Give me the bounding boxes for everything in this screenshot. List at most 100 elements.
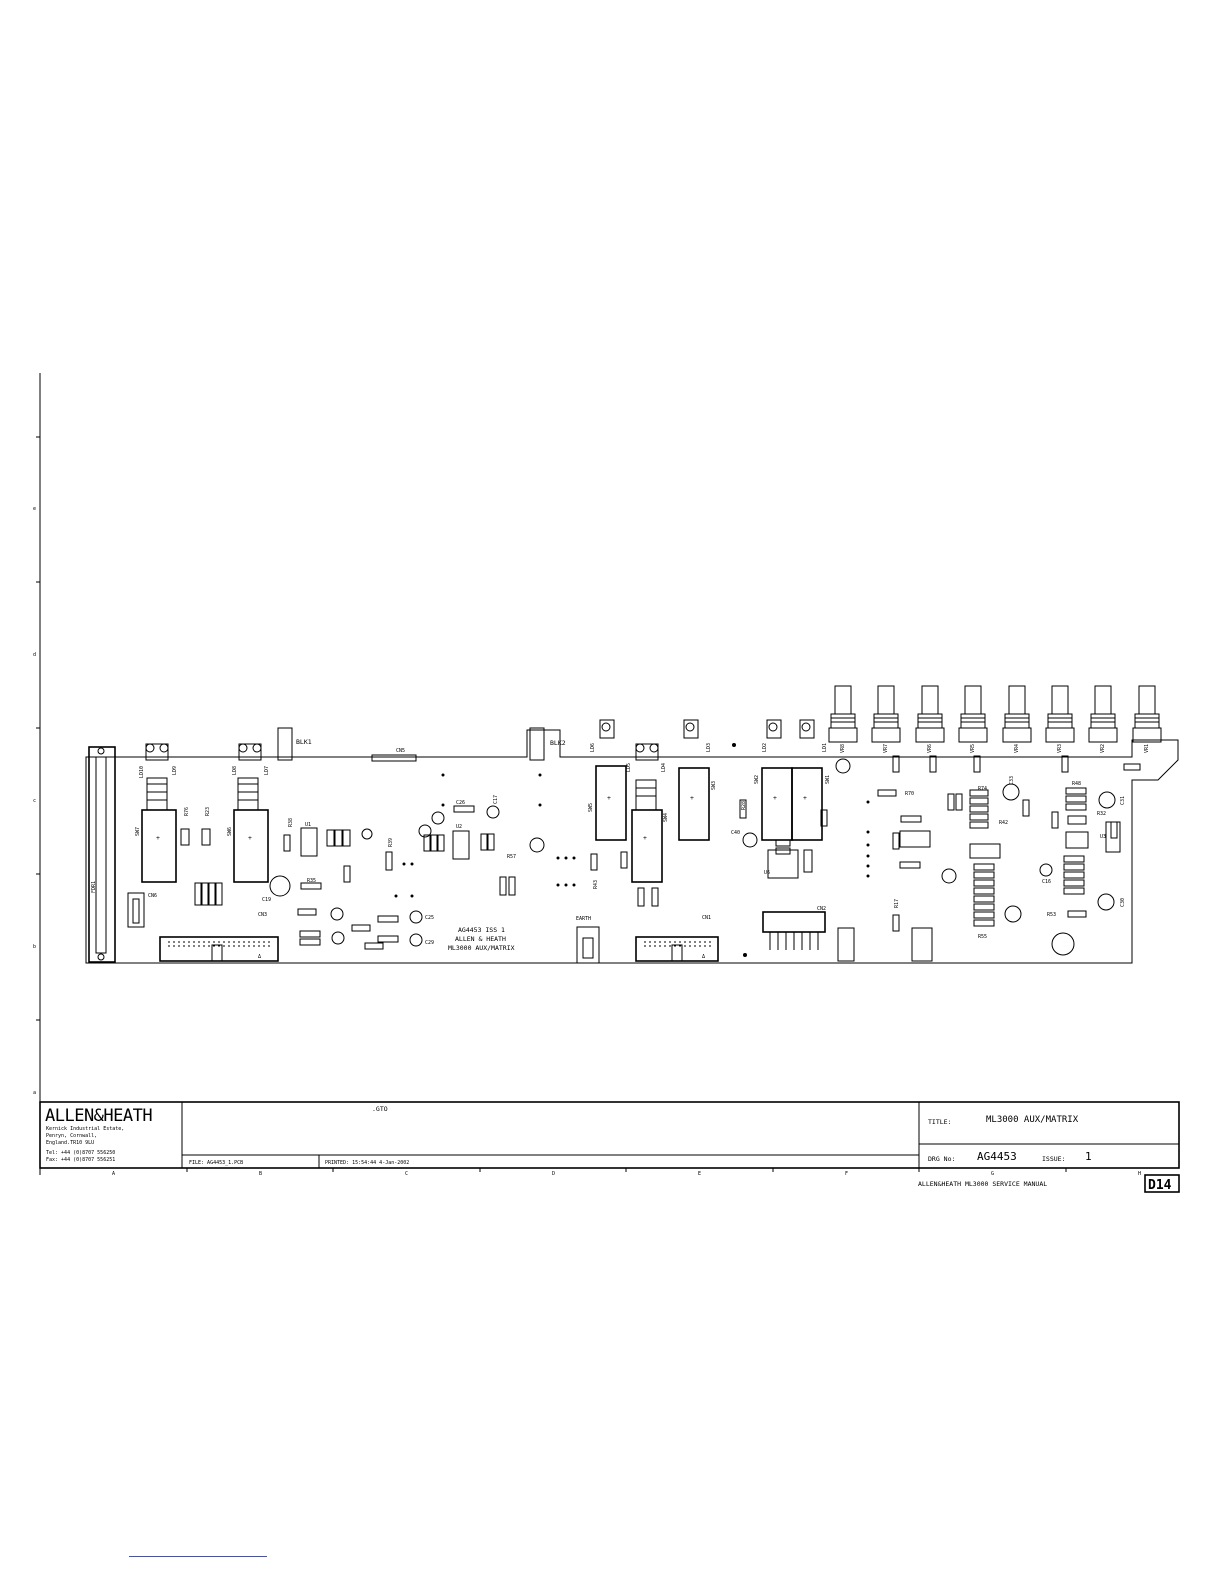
svg-text:+: +: [156, 834, 160, 842]
c26-label: C26: [456, 800, 465, 806]
pot-vr5: VR5: [958, 685, 988, 753]
ics: U1 U2 U3 U6: [300, 821, 1121, 879]
sw1-label: SW1: [825, 775, 831, 784]
resistors: [283, 755, 1141, 950]
ld4-label: LD4: [661, 763, 667, 772]
svg-text:+: +: [248, 834, 252, 842]
ld5-label: LD5: [626, 763, 632, 772]
u6-label: U6: [764, 870, 770, 876]
pot-vr8: VR8: [828, 685, 858, 753]
page-code: D14: [1148, 1178, 1172, 1193]
capacitors: [269, 758, 1116, 956]
vr7-label: VR7: [883, 744, 889, 753]
r70-label: R70: [905, 791, 914, 797]
ld1-label: LD1: [822, 743, 828, 752]
vr1-label: VR1: [1144, 744, 1150, 753]
switch-sw3: + SW3 LD3: [678, 719, 717, 841]
connector-cn3: Δ CN3: [159, 912, 279, 962]
pots: VR8 VR7 VR6 VR5 VR4: [828, 685, 1162, 753]
side-letter: d: [33, 652, 36, 658]
r28-label: R28: [741, 801, 747, 810]
c33-label: C33: [1009, 776, 1015, 785]
svg-text:+: +: [690, 794, 694, 802]
earth-terminal: EARTH: [576, 916, 600, 964]
connector-cn6: CN6: [127, 892, 157, 928]
svg-text:+: +: [773, 794, 777, 802]
sw3-label: SW3: [711, 781, 717, 790]
pot-vr6: VR6: [915, 685, 945, 753]
side-letter: b: [33, 944, 36, 950]
switch-sw4: + SW4 LD5 LD4: [626, 743, 669, 883]
grid-letter: D: [552, 1171, 555, 1177]
fader-label: FDR1: [91, 881, 97, 893]
manual-footer: ALLEN&HEATH ML3000 SERVICE MANUAL: [918, 1180, 1047, 1188]
r42-label: R42: [999, 820, 1008, 826]
switch-sw7: + SW7 LD10 LD9: [135, 743, 178, 883]
silk-line-1: AG4453 ISS 1: [458, 926, 505, 934]
silk-line-2: ALLEN & HEATH: [455, 935, 506, 943]
pot-vr3: VR3: [1045, 685, 1075, 753]
grid-letter: A: [112, 1171, 115, 1177]
cn2-label: CN2: [817, 906, 826, 912]
board-outline: [85, 729, 1179, 964]
ld3-label: LD3: [706, 743, 712, 752]
vr4-label: VR4: [1014, 744, 1020, 753]
r53-label: R53: [1047, 912, 1056, 918]
c31-label: C31: [1120, 796, 1126, 805]
block-part: [837, 927, 855, 962]
gto-label: .GTO: [372, 1105, 388, 1113]
r57-label: R57: [507, 854, 516, 860]
r35-label: R35: [307, 878, 316, 884]
svg-text:Δ: Δ: [702, 954, 705, 960]
c30-label: C30: [1120, 898, 1126, 907]
r55-label: R55: [978, 934, 987, 940]
r39-label: R39: [388, 838, 394, 847]
connector-cn1: Δ CN1: [635, 915, 719, 962]
grid-letters: A B C D E F G H: [39, 1168, 1141, 1177]
block-part: [911, 927, 933, 962]
company-logo: ALLEN&HEATH: [45, 1106, 152, 1126]
r17-label: R17: [894, 899, 900, 908]
sw4-label: SW4: [663, 813, 669, 822]
tel-line: Tel: +44 (0)8707 556250: [46, 1150, 115, 1156]
fax-line: Fax: +44 (0)8707 556251: [46, 1157, 115, 1163]
file-label: FILE: AG4453_1.PCB: [189, 1160, 243, 1166]
switch-sw1: + SW1 LD1: [791, 719, 831, 841]
grid-letter: C: [405, 1171, 408, 1177]
r74-label: R74: [978, 786, 987, 792]
cn5-label: CN5: [396, 748, 405, 754]
sw6-label: SW6: [227, 827, 233, 836]
printed-label: PRINTED: 15:54:44 4-Jan-2002: [325, 1160, 409, 1166]
r76-label: R76: [184, 807, 190, 816]
c19-label: C19: [262, 897, 271, 903]
drg-caption: DRG No:: [928, 1155, 955, 1163]
ld7-label: LD7: [264, 766, 270, 775]
ld8-label: LD8: [232, 766, 238, 775]
r48-label: R48: [1072, 781, 1081, 787]
connector-cn2: CN2: [762, 906, 826, 950]
cn6-label: CN6: [148, 893, 157, 899]
sw2-label: SW2: [754, 775, 760, 784]
sw5-label: SW5: [588, 803, 594, 812]
connector-cn5: CN5: [371, 748, 417, 762]
side-letter: e: [33, 506, 36, 512]
title-value: ML3000 AUX/MATRIX: [986, 1115, 1079, 1125]
earth-label: EARTH: [576, 916, 591, 922]
ld6-label: LD6: [590, 743, 596, 752]
svg-text:+: +: [607, 794, 611, 802]
left-border: e d c b a: [33, 373, 41, 1105]
issue-caption: ISSUE:: [1042, 1155, 1065, 1163]
silk-line-3: ML3000 AUX/MATRIX: [448, 944, 515, 952]
footer-link-line[interactable]: [129, 1556, 267, 1557]
drg-value: AG4453: [977, 1150, 1017, 1163]
ld10-label: LD10: [139, 766, 145, 778]
svg-text:+: +: [643, 834, 647, 842]
c25-label: C25: [425, 915, 434, 921]
svg-text:+: +: [803, 794, 807, 802]
vr5-label: VR5: [970, 744, 976, 753]
blk1-label: BLK1: [296, 738, 312, 746]
silkscreen-text: AG4453 ISS 1 ALLEN & HEATH ML3000 AUX/MA…: [448, 926, 515, 952]
r43-label: R43: [593, 880, 599, 889]
